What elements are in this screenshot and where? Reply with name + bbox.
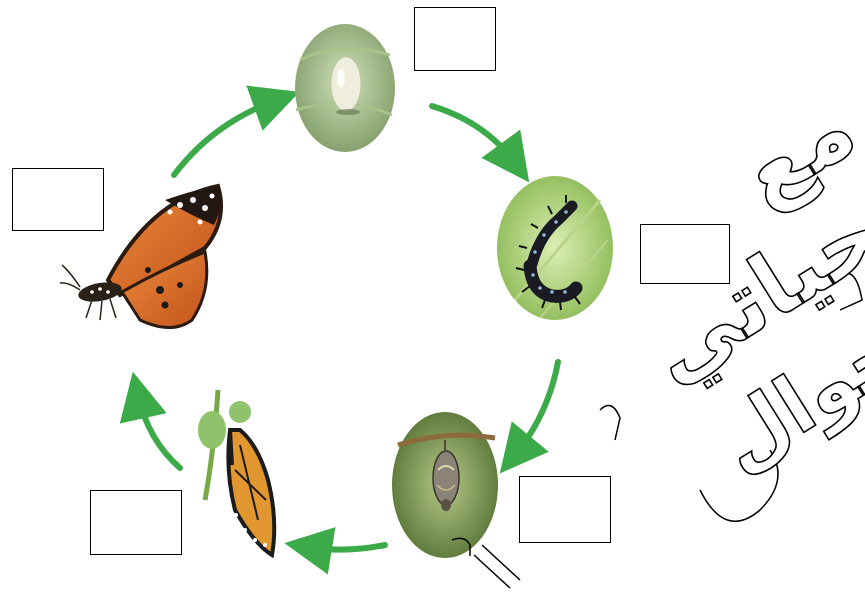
egg-label-box[interactable] — [414, 7, 496, 71]
arrow-pupa-to-emerging — [308, 545, 385, 550]
emerging-label-box[interactable] — [90, 490, 182, 555]
emerging-butterfly-image — [198, 390, 274, 555]
chrysalis-image — [392, 412, 498, 558]
adult-label-box[interactable] — [12, 168, 104, 231]
arrow-larva-to-pupa — [515, 362, 558, 455]
pupa-label-box[interactable] — [519, 476, 611, 543]
arrow-egg-to-larva — [432, 106, 515, 163]
egg-image — [295, 24, 395, 152]
arrow-emerging-to-adult — [138, 395, 180, 468]
arrow-adult-to-egg — [174, 100, 277, 175]
